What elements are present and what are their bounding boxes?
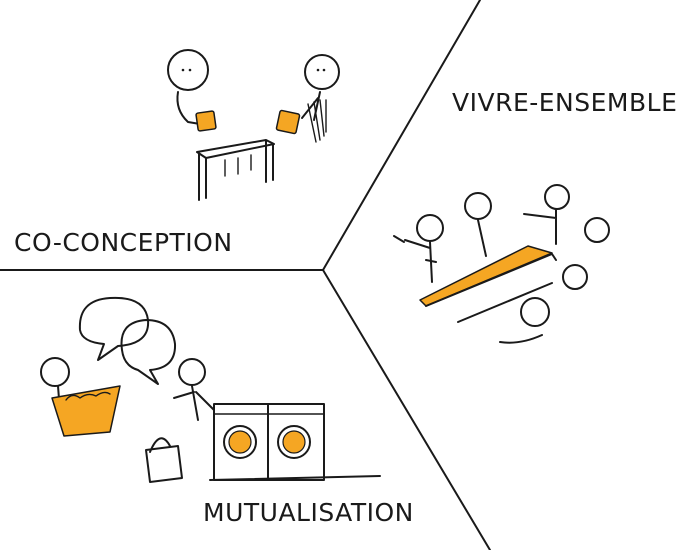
section-label-co-conception: CO-CONCEPTION [14, 228, 233, 257]
section-label-mutualisation: MUTUALISATION [203, 498, 414, 527]
divider-lines [0, 0, 491, 550]
co-conception-illustration [167, 49, 340, 201]
section-label-vivre-ensemble: VIVRE-ENSEMBLE [452, 88, 678, 117]
vivre-ensemble-illustration [393, 184, 610, 344]
mutualisation-illustration [40, 296, 381, 483]
